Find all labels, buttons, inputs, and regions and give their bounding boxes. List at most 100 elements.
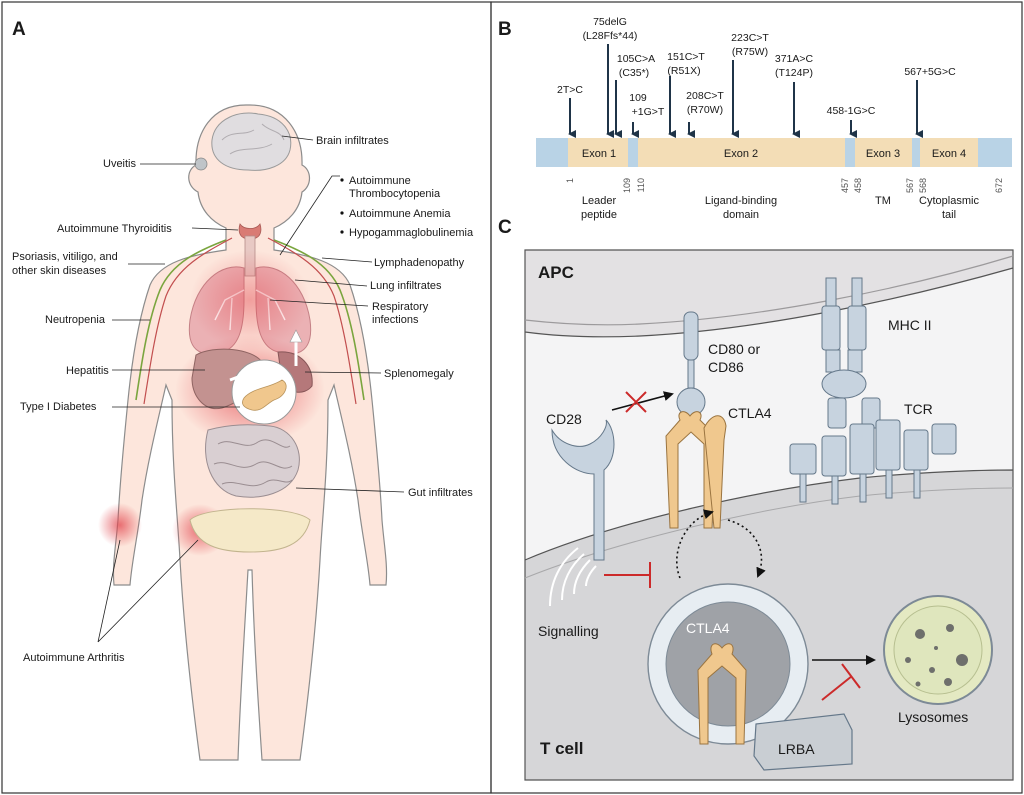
intron-2: [845, 138, 855, 167]
label-skin-1: Psoriasis, vitiligo, and: [12, 251, 118, 263]
mutation-label: 2T>C: [557, 84, 583, 96]
binding-arrow: [611, 391, 674, 411]
mutation-label: 567+5G>C: [904, 66, 956, 78]
lysosomes-label: Lysosomes: [898, 709, 968, 725]
mutation-label: 109: [629, 92, 647, 104]
utr-5: [536, 138, 568, 167]
utr-3: [978, 138, 1012, 167]
position-567: 567: [905, 178, 915, 193]
position-458: 458: [853, 178, 863, 193]
mutation-label-sub: +1G>T: [632, 106, 665, 118]
mutation-label-sub: (T124P): [775, 67, 813, 79]
mutation-label: 208C>T: [686, 90, 724, 102]
mutation-label: 75delG: [593, 16, 627, 28]
label-splenomegaly: Splenomegaly: [384, 368, 454, 380]
label-hypogammaglobulinemia: Hypogammaglobulinemia: [349, 227, 474, 239]
bullet-hypogamma: [340, 230, 344, 234]
signalling-waves-icon: [549, 547, 597, 607]
intron-3: [912, 138, 920, 167]
apc-label: APC: [538, 263, 574, 282]
exon-3-label: Exon 3: [866, 148, 900, 160]
mutation-label-sub: (L28Ffs*44): [583, 30, 638, 42]
tcell-label: T cell: [540, 739, 583, 758]
mutation-label: 105C>A: [617, 53, 655, 65]
exon-4: [920, 138, 978, 167]
mutation-label-sub: (R51X): [667, 65, 700, 77]
domain-cyto-2: tail: [942, 209, 956, 221]
inhibition-symbol: [604, 562, 651, 588]
intron-1: [628, 138, 638, 167]
panel-bc-frame: [490, 1, 1023, 794]
label-lung-infiltrates: Lung infiltrates: [370, 280, 442, 292]
exon-4-label: Exon 4: [932, 148, 966, 160]
lrba-label: LRBA: [778, 741, 815, 757]
cd80-label-2: CD86: [708, 359, 744, 375]
ctla4-vesicle-receptor: [697, 643, 747, 745]
bullet-thrombocytopenia: [340, 178, 344, 182]
domain-ligand-2: domain: [723, 209, 759, 221]
label-uveitis: Uveitis: [103, 158, 137, 170]
bullet-anemia: [340, 211, 344, 215]
exon-1-label: Exon 1: [582, 148, 616, 160]
label-skin-2: other skin diseases: [12, 265, 107, 277]
label-gut-infiltrates: Gut infiltrates: [408, 487, 473, 499]
domain-leader-2: peptide: [581, 209, 617, 221]
lrba-inhibition-symbol: [821, 663, 861, 701]
label-neutropenia: Neutropenia: [45, 314, 106, 326]
lrba-protein: [753, 713, 853, 771]
cd80-label-1: CD80 or: [708, 341, 760, 357]
human-body-illustration: [98, 104, 388, 761]
mutation-label-sub: (R70W): [687, 104, 723, 116]
label-arthritis: Autoimmune Arthritis: [23, 652, 125, 664]
position-1: 1: [565, 178, 575, 183]
domain-leader-1: Leader: [582, 195, 617, 207]
exon-3: [855, 138, 912, 167]
mhc-ii-complex: [821, 277, 881, 429]
block-cross-icon: [625, 391, 647, 413]
position-457: 457: [840, 178, 850, 193]
domain-ligand-1: Ligand-binding: [705, 195, 777, 207]
apc-cell: [524, 249, 1014, 338]
position-109: 109: [622, 178, 632, 193]
domain-cyto-1: Cytoplasmic: [919, 195, 979, 207]
signalling-label: Signalling: [538, 623, 599, 639]
body-annotations: Uveitis Brain infiltrates Autoimmune Thr…: [12, 135, 474, 664]
panel-b-label: B: [498, 19, 512, 40]
cell-diagram: APC T cell CD80 or CD86 CTLA4 CD28: [524, 249, 1014, 781]
position-110: 110: [636, 178, 646, 192]
exon-2: [638, 138, 845, 167]
cd28-receptor: [551, 419, 615, 561]
panel-c-label: C: [498, 217, 512, 238]
ctla4-label: CTLA4: [728, 405, 772, 421]
mutation-label: 458-1G>C: [827, 105, 876, 117]
label-lymphadenopathy: Lymphadenopathy: [374, 257, 465, 269]
label-respiratory-1: Respiratory: [372, 301, 429, 313]
mutation-label: 223C>T: [731, 32, 769, 44]
tcr-complex: [789, 419, 957, 505]
domain-tm: TM: [875, 195, 891, 207]
endocytosis-arrow: [727, 519, 766, 578]
mutation-markers: 2T>C 75delG (L28Ffs*44) 105C>A (C35*) 10…: [557, 16, 956, 138]
ctla4-gene-map: Exon 1 Exon 2 Exon 3 Exon 4 1 109 110 45…: [536, 138, 1012, 221]
label-hepatitis: Hepatitis: [66, 365, 109, 377]
label-thyroiditis: Autoimmune Thyroiditis: [57, 223, 172, 235]
mutation-label-sub: (C35*): [619, 67, 649, 79]
position-672: 672: [994, 178, 1004, 193]
mutation-label: 151C>T: [667, 51, 705, 63]
label-type1-diabetes: Type I Diabetes: [20, 401, 97, 413]
mutation-label: 371A>C: [775, 53, 814, 65]
label-respiratory-2: infections: [372, 314, 419, 326]
mhc-ii-label: MHC II: [888, 317, 932, 333]
cd28-label: CD28: [546, 411, 582, 427]
lysosome-granules-icon: [905, 624, 968, 687]
recycling-arrow: [676, 509, 714, 579]
tcr-label: TCR: [904, 401, 933, 417]
mutation-label-sub: (R75W): [732, 46, 768, 58]
exon-1: [568, 138, 628, 167]
ctla4-receptor: [665, 411, 717, 529]
panel-a-label: A: [12, 19, 26, 40]
label-autoimmune-anemia: Autoimmune Anemia: [349, 208, 451, 220]
label-thrombocytopenia-2: Thrombocytopenia: [349, 188, 441, 200]
position-568: 568: [918, 178, 928, 193]
